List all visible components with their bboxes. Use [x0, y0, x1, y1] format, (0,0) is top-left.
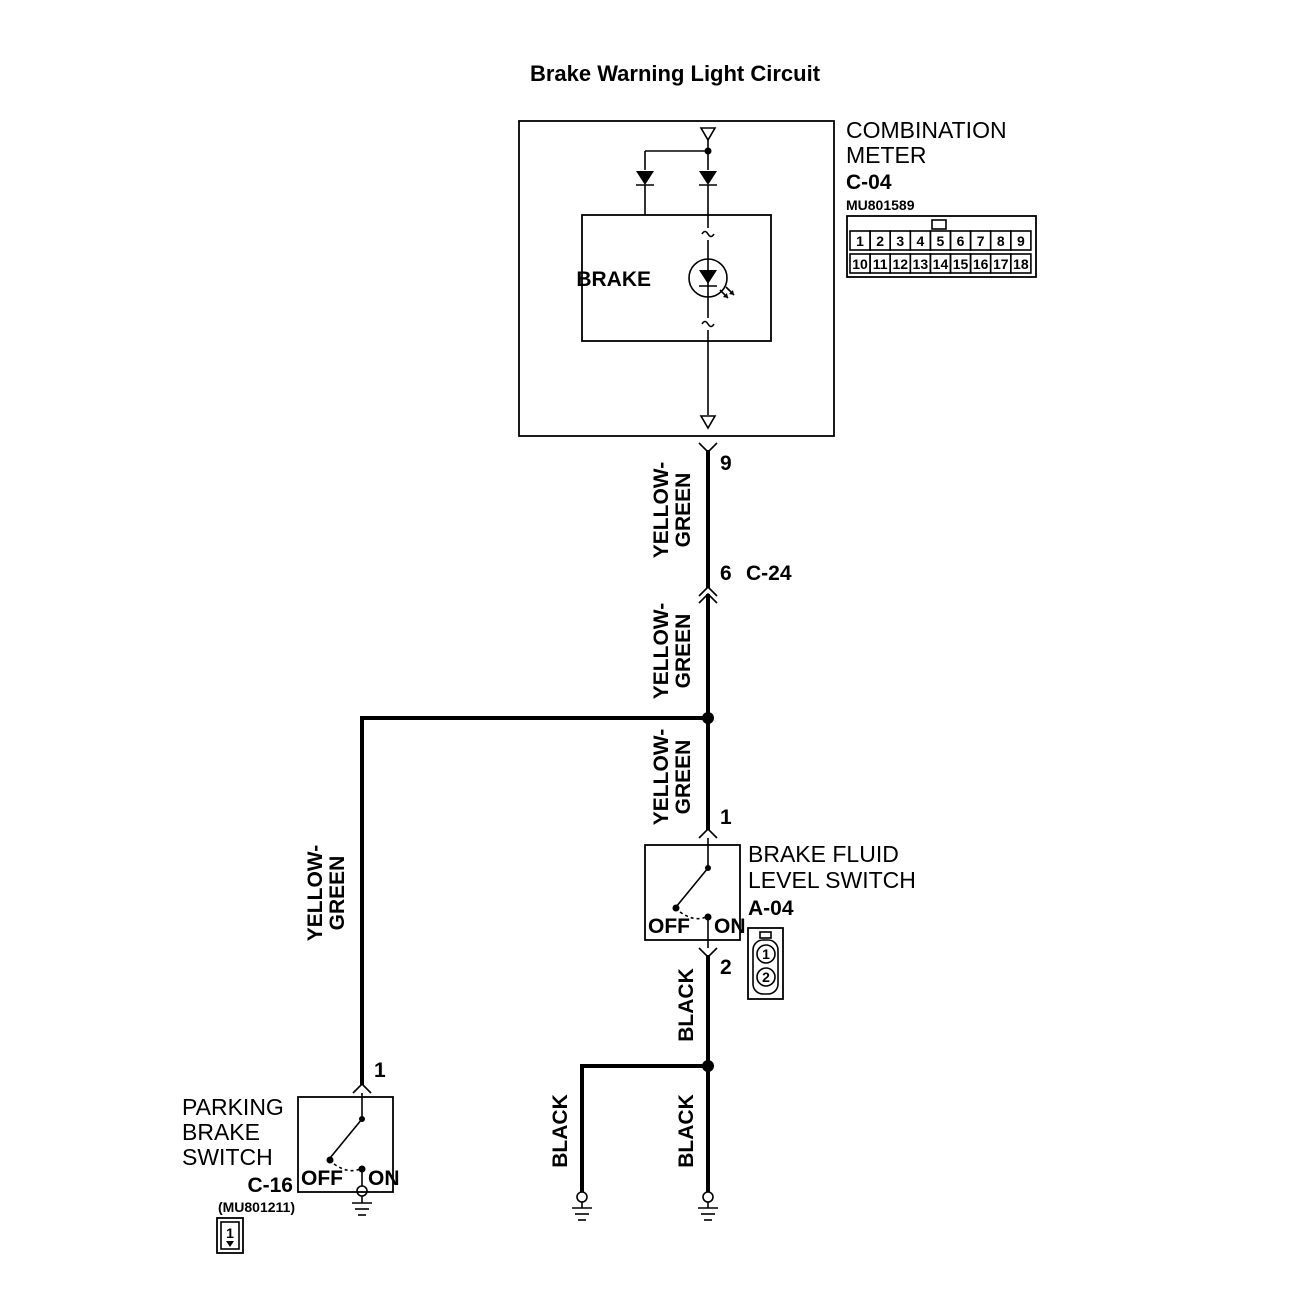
pin-number: 6	[720, 562, 732, 585]
brake-fluid-level-switch: OFF ON	[644, 838, 746, 948]
meter-connector-id: C-04	[846, 171, 892, 194]
switch-contact	[329, 1118, 363, 1159]
meter-outline	[518, 120, 835, 437]
pin-label: 13	[913, 256, 929, 272]
lamp-module	[581, 214, 772, 342]
diode-left	[636, 171, 654, 186]
wire-color-label: YELLOW-GREEN	[650, 729, 695, 825]
connector-cell	[1009, 253, 1032, 274]
parking-switch-connector-id: C-16	[247, 1174, 293, 1197]
parking-brake-switch: OFF ON	[297, 1082, 400, 1216]
ground-icon	[352, 1185, 372, 1216]
switch-outline	[644, 844, 741, 941]
pin-label: 16	[973, 256, 989, 272]
switch-contact	[675, 867, 709, 908]
pin-number: 1	[374, 1059, 386, 1082]
pin-number: 2	[720, 956, 732, 979]
pin-label: 2	[762, 969, 770, 985]
wire-ground-left	[580, 1064, 708, 1192]
pin-label: 12	[892, 256, 908, 272]
ground-icon	[572, 1191, 592, 1221]
meter-part-number: MU801589	[846, 197, 915, 213]
meter-name-line2: METER	[846, 142, 927, 168]
switch-on-label: ON	[368, 1167, 400, 1190]
diode-right	[699, 171, 717, 186]
connector-mark	[352, 1082, 372, 1094]
switch-outline	[297, 1096, 394, 1193]
pin-label: 4	[916, 233, 924, 249]
switch-on-label: ON	[714, 915, 746, 938]
ground-icon	[698, 1191, 718, 1221]
pin-label: 15	[953, 256, 969, 272]
pin-label: 14	[933, 256, 949, 272]
pin-label: 9	[1017, 233, 1025, 249]
pin-label: 11	[873, 256, 888, 272]
pin-label: 1	[226, 1225, 234, 1241]
connector-id: C-24	[746, 562, 792, 585]
pin-label: 10	[852, 256, 868, 272]
pin-number: 9	[720, 452, 732, 475]
terminal-triangle	[699, 415, 717, 430]
pin-label: 17	[993, 256, 1009, 272]
pin-label: 2	[876, 233, 884, 249]
wire-color-label: YELLOW-GREEN	[650, 603, 695, 699]
terminal-triangle	[699, 127, 717, 142]
parking-switch-name-line1: PARKING	[182, 1094, 284, 1120]
pin-label: 6	[957, 233, 965, 249]
connector-latch	[931, 219, 947, 230]
connector-mark	[698, 827, 718, 839]
fluid-switch-connector-id: A-04	[748, 897, 794, 920]
parking-switch-name-line2: BRAKE	[182, 1119, 260, 1145]
switch-off-label: OFF	[301, 1167, 343, 1190]
connector-c16-pinout: 1	[216, 1217, 244, 1254]
wire-color-label: YELLOW-GREEN	[304, 845, 349, 941]
parking-switch-name-line3: SWITCH	[182, 1144, 273, 1170]
wire-color-label: BLACK	[549, 1094, 572, 1168]
switch-off-label: OFF	[648, 915, 690, 938]
connector-mark	[698, 585, 718, 597]
pin-label: 3	[896, 233, 904, 249]
warning-lamp-icon	[688, 258, 735, 299]
fluid-switch-name-line1: BRAKE FLUID	[748, 841, 899, 867]
pin-label: 5	[937, 233, 945, 249]
meter-name-line1: COMBINATION	[846, 117, 1007, 143]
pin-label: 1	[856, 233, 864, 249]
parking-switch-part-number: (MU801211)	[218, 1199, 295, 1215]
wiring	[360, 442, 718, 1221]
pin-label: 18	[1013, 256, 1029, 272]
wire-color-label: YELLOW-GREEN	[650, 462, 695, 558]
pin-label: 8	[997, 233, 1005, 249]
pin-label: 1	[762, 946, 770, 962]
pin-label: 7	[977, 233, 985, 249]
connector-cell	[1009, 230, 1032, 251]
diagram-title: Brake Warning Light Circuit	[530, 61, 821, 86]
wire-junction-parking	[360, 716, 708, 1085]
connector-a04-pinout: 1 2	[747, 927, 784, 1000]
wire-color-label: BLACK	[675, 1094, 698, 1168]
wire-color-label: BLACK	[675, 968, 698, 1042]
fluid-switch-name-line2: LEVEL SWITCH	[748, 867, 916, 893]
pin-number: 1	[720, 806, 732, 829]
lamp-label: BRAKE	[576, 268, 651, 291]
